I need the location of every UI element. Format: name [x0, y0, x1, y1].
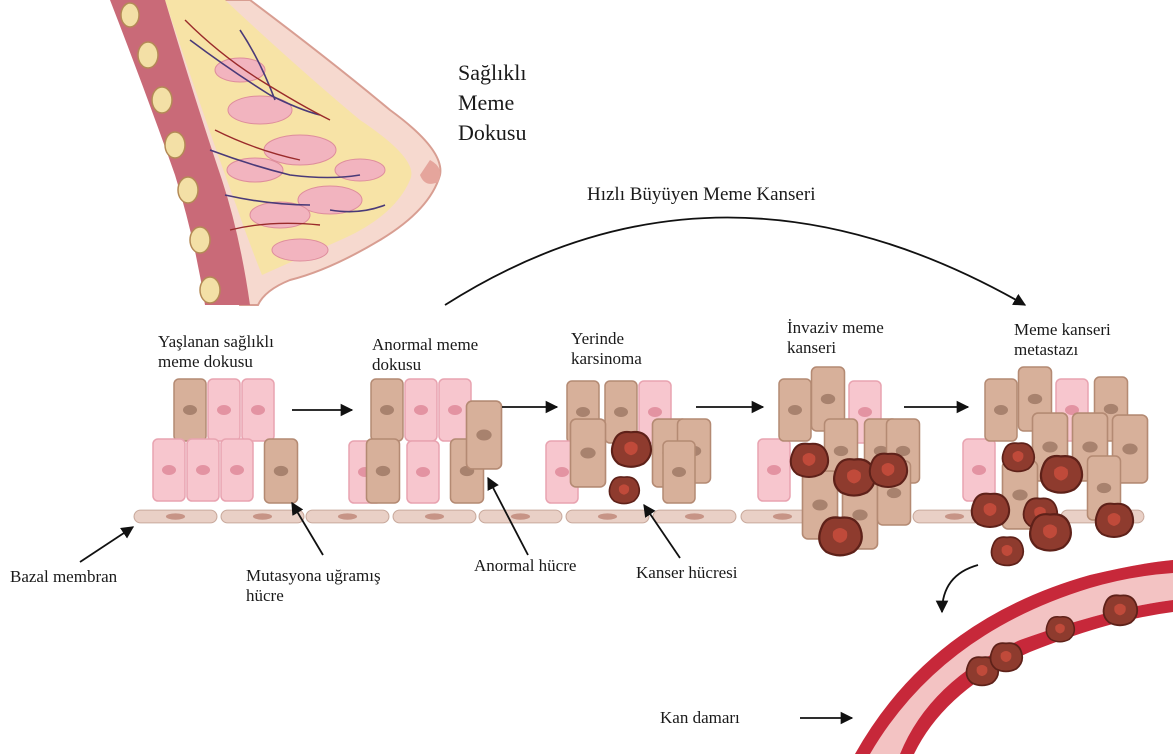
- stage-1-label: Yaşlanan sağlıklı meme dokusu: [158, 332, 274, 372]
- title-healthy-breast-tissue: Sağlıklı Meme Dokusu: [458, 58, 526, 148]
- title-line: Sağlıklı: [458, 58, 526, 88]
- mutated-cell-label: Mutasyona uğramış hücre: [246, 566, 381, 606]
- label-line: Meme kanseri: [1014, 320, 1111, 340]
- blood-vessel: [855, 560, 1173, 754]
- label-line: Mutasyona uğramış: [246, 566, 381, 586]
- stage-4-label: İnvaziv meme kanseri: [787, 318, 884, 358]
- label-line: karsinoma: [571, 349, 642, 369]
- stage-1-tissue: [153, 379, 298, 503]
- stage-5-tissue: [963, 367, 1148, 565]
- stage-2-tissue: [349, 379, 502, 503]
- title-line: Meme: [458, 88, 526, 118]
- fast-growth-arc: [445, 218, 1025, 306]
- stage-4-tissue: [758, 367, 920, 555]
- arc-label: Hızlı Büyüyen Meme Kanseri: [587, 184, 815, 206]
- label-line: metastazı: [1014, 340, 1111, 360]
- stage-3-label: Yerinde karsinoma: [571, 329, 642, 369]
- stage-3-tissue: [546, 381, 711, 504]
- blood-vessel-label: Kan damarı: [660, 708, 740, 728]
- basal-membrane-label: Bazal membran: [10, 567, 117, 587]
- label-line: İnvaziv meme: [787, 318, 884, 338]
- label-line: meme dokusu: [158, 352, 274, 372]
- label-line: kanseri: [787, 338, 884, 358]
- title-line: Dokusu: [458, 118, 526, 148]
- label-line: hücre: [246, 586, 381, 606]
- cancer-cell-label: Kanser hücresi: [636, 563, 738, 583]
- label-line: Yaşlanan sağlıklı: [158, 332, 274, 352]
- label-line: dokusu: [372, 355, 478, 375]
- abnormal-cell-label: Anormal hücre: [474, 556, 576, 576]
- label-line: Yerinde: [571, 329, 642, 349]
- stage-2-label: Anormal meme dokusu: [372, 335, 478, 375]
- breast-illustration: [110, 0, 440, 305]
- stage-5-label: Meme kanseri metastazı: [1014, 320, 1111, 360]
- label-line: Anormal meme: [372, 335, 478, 355]
